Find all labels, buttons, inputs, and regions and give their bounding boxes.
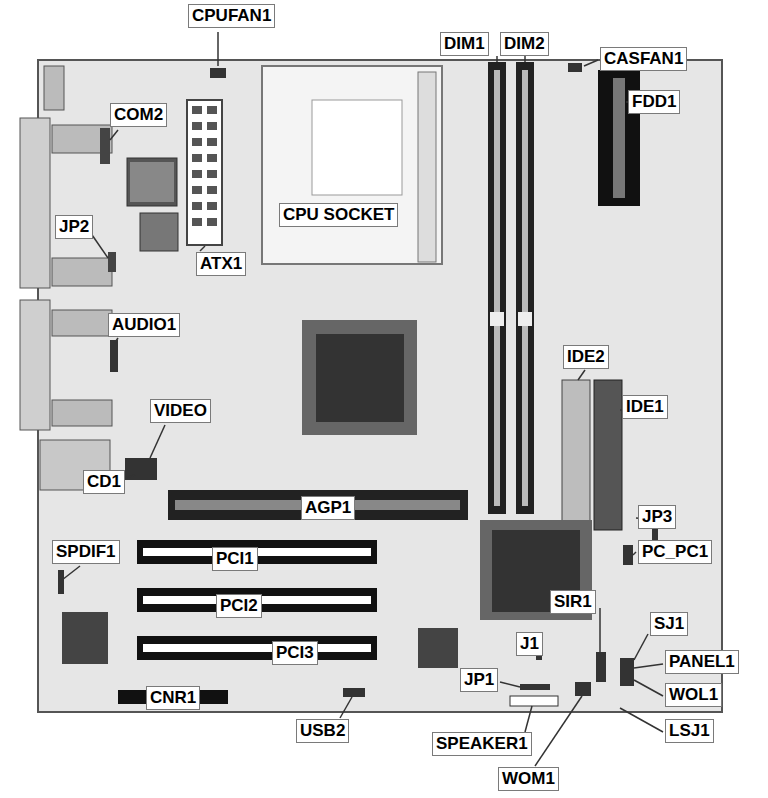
part-label: PCI3: [272, 641, 318, 665]
part-label: CPU SOCKET: [279, 203, 398, 227]
part-label: SPEAKER1: [432, 732, 532, 756]
part-label: PCI1: [212, 547, 258, 571]
part-label: JP2: [55, 215, 93, 239]
part-label: SPDIF1: [52, 540, 120, 564]
part-label: PANEL1: [665, 650, 739, 674]
part-label: CASFAN1: [600, 47, 687, 71]
part-label: CPUFAN1: [188, 4, 275, 28]
part-label: PCI2: [216, 594, 262, 618]
part-label: DIM2: [500, 32, 549, 56]
part-label: CNR1: [146, 686, 200, 710]
part-label: FDD1: [628, 90, 680, 114]
part-label: JP3: [638, 505, 676, 529]
part-label: CD1: [83, 470, 125, 494]
part-label: SJ1: [650, 612, 688, 636]
part-label: IDE2: [563, 345, 609, 369]
part-label: WOM1: [498, 767, 559, 791]
part-label: IDE1: [622, 395, 668, 419]
part-label: COM2: [110, 103, 167, 127]
part-label: PC_PC1: [638, 540, 712, 564]
part-label: SIR1: [550, 590, 596, 614]
part-label: AGP1: [301, 496, 355, 520]
part-label: VIDEO: [150, 399, 211, 423]
part-label: ATX1: [196, 252, 246, 276]
part-label: WOL1: [665, 683, 722, 707]
part-label: DIM1: [440, 32, 489, 56]
part-label: JP1: [460, 668, 498, 692]
part-label: J1: [516, 632, 543, 656]
part-label: LSJ1: [665, 719, 714, 743]
part-label: AUDIO1: [108, 313, 180, 337]
part-label: USB2: [296, 719, 349, 743]
